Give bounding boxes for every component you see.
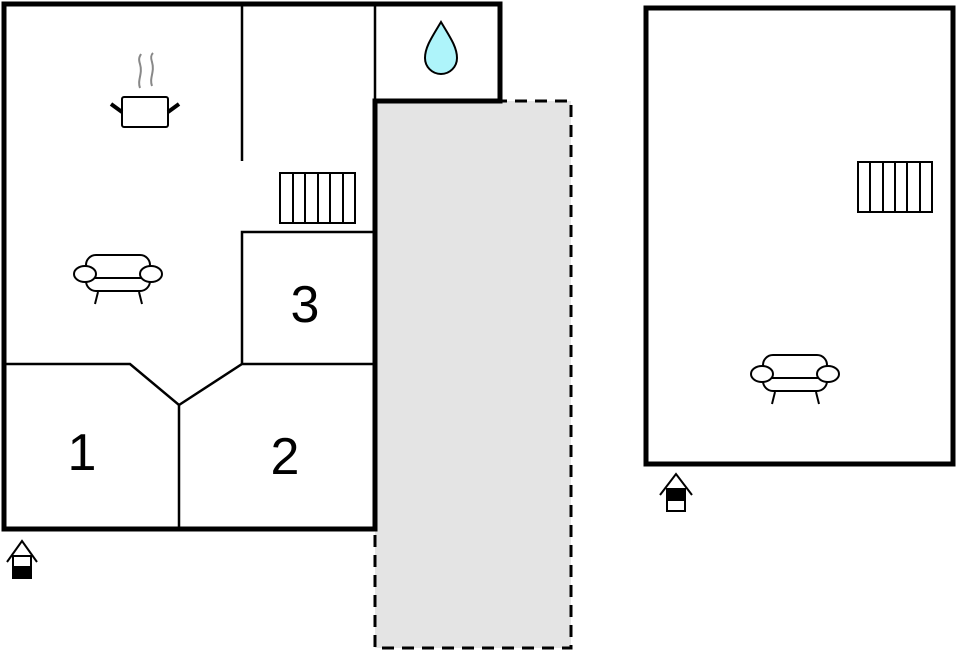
entrance-icon bbox=[6, 539, 38, 579]
sofa-icon bbox=[73, 254, 163, 305]
room-label-2: 2 bbox=[271, 428, 300, 486]
room-label-3: 3 bbox=[291, 276, 320, 334]
entrance-icon bbox=[659, 472, 693, 512]
interior-walls bbox=[4, 4, 377, 529]
bathroom-drop-icon bbox=[423, 20, 459, 75]
annex-building-walls bbox=[643, 5, 956, 467]
stairs-icon bbox=[857, 161, 933, 213]
kitchen-pot-icon bbox=[109, 52, 181, 128]
room-label-1: 1 bbox=[68, 424, 97, 482]
terrace bbox=[373, 99, 573, 650]
sofa-icon bbox=[750, 354, 840, 405]
stairs-icon bbox=[279, 172, 356, 224]
